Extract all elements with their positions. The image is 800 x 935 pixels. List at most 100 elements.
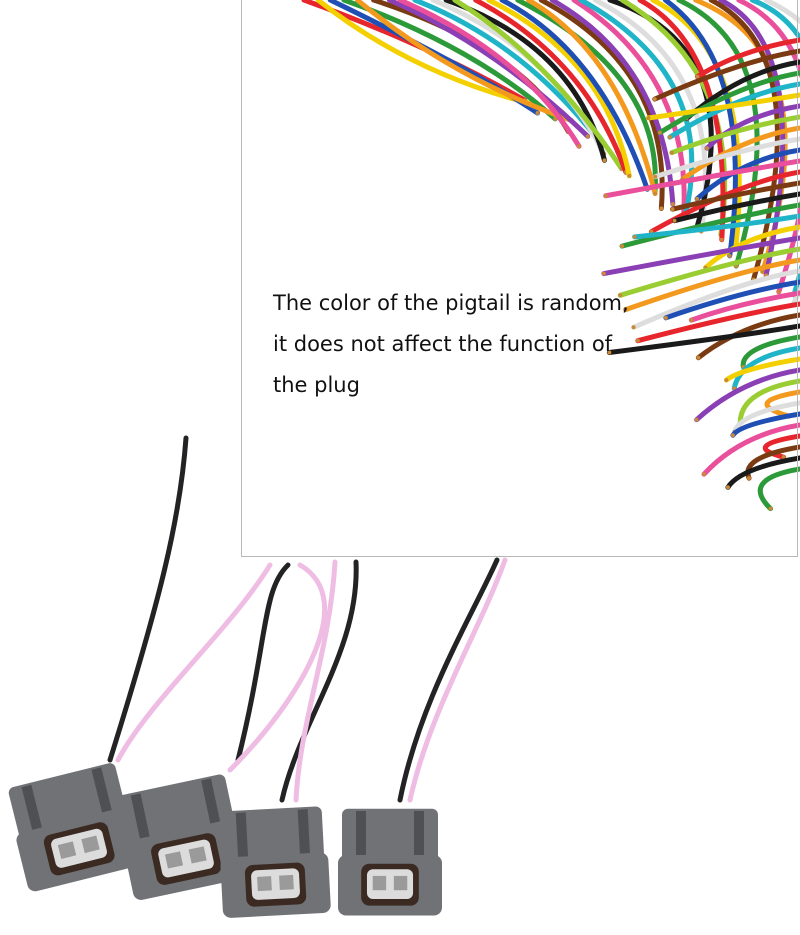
pigtail-wire	[764, 389, 800, 419]
wire-tip	[632, 234, 637, 239]
pigtail-wire	[688, 290, 800, 323]
wire-tip	[672, 218, 677, 223]
pigtail-wire	[723, 356, 800, 383]
pigtail-wire	[680, 125, 800, 182]
pigtail-wire	[730, 411, 800, 438]
plug-rib	[414, 811, 424, 855]
pigtail-wire	[671, 191, 800, 224]
wire-tip	[695, 74, 700, 79]
pigtail-wire	[762, 433, 800, 460]
pigtail-wire	[452, 0, 625, 172]
pigtail-wire	[354, 0, 574, 123]
plug-rib	[356, 811, 366, 855]
wire-tip	[627, 173, 632, 178]
plug-pin	[164, 851, 184, 869]
wire-tip	[631, 325, 636, 330]
pigtail-wire	[635, 301, 800, 344]
pigtail-wire	[632, 213, 800, 240]
wire-tip	[727, 253, 732, 258]
wire-tip	[602, 158, 607, 163]
wire-tip	[657, 130, 662, 135]
connector-plug-icon	[8, 763, 143, 892]
wire-tip	[653, 174, 658, 179]
pigtail-wire	[499, 0, 650, 192]
pigtail-wire	[525, 0, 658, 197]
connector-plug-icon	[117, 774, 249, 900]
wire-tip	[730, 433, 735, 438]
pigtail-wire	[663, 279, 800, 321]
wire-tip	[701, 472, 706, 477]
pigtail-wire	[669, 114, 800, 156]
pigtail-wire	[606, 323, 800, 356]
wire-tip	[635, 338, 640, 343]
caption-text: The color of the pigtail is random, it d…	[273, 283, 643, 406]
plug-pin	[393, 875, 408, 891]
pigtail-wire	[397, 0, 582, 149]
pigtail-wire	[757, 466, 800, 512]
pigtail-wire	[601, 235, 800, 277]
pigtail-wire	[731, 345, 800, 391]
wire-tip	[747, 476, 752, 481]
pigtail-wire	[704, 103, 800, 151]
pigtail-wire	[669, 180, 800, 212]
pigtail-wire	[694, 147, 800, 202]
caption-line-3: the plug	[273, 373, 360, 397]
plug-wire	[227, 562, 328, 773]
plug-pin	[279, 874, 294, 890]
wire-tip	[670, 202, 675, 207]
wire-tip	[607, 350, 612, 355]
connector-plug-icon	[338, 808, 442, 916]
pigtail-wire	[617, 246, 800, 298]
pigtail-wire	[695, 312, 800, 361]
connector-plugs	[8, 763, 442, 918]
pigtail-wire	[736, 0, 800, 295]
pigtail-wire-fan-icon	[301, 0, 800, 512]
wire-tip	[620, 244, 625, 249]
plug-rib	[130, 793, 150, 839]
wire-tip	[705, 146, 710, 151]
plug-wire	[293, 559, 338, 803]
pigtail-wire	[603, 158, 800, 199]
wire-tip	[577, 144, 582, 149]
pigtail-wire	[703, 224, 800, 271]
plug-rib	[235, 812, 249, 857]
wire-tip	[694, 417, 699, 422]
wire-tip	[695, 196, 700, 201]
pigtail-wire	[694, 37, 800, 80]
pigtail-wire	[648, 169, 800, 235]
wire-tip	[553, 116, 558, 121]
wire-tip	[601, 271, 606, 276]
plug-pin	[57, 841, 77, 859]
plug-pin	[81, 835, 100, 854]
wire-tip	[696, 355, 701, 360]
pigtail-wire	[549, 0, 676, 207]
wire-tip	[653, 191, 658, 196]
pigtail-wire	[486, 0, 632, 179]
plug-pin	[372, 875, 387, 891]
pigtail-wire	[694, 367, 800, 423]
caption-line-2: it does not affect the function of	[273, 332, 613, 356]
pigtail-wire	[652, 136, 800, 180]
wire-tip	[618, 293, 623, 298]
plug-wire	[407, 557, 508, 803]
pigtail-wire	[631, 268, 800, 330]
pigtail-wire	[623, 257, 800, 313]
pigtail-wire	[740, 334, 800, 370]
pigtail-wire	[645, 92, 800, 121]
pigtail-wire	[667, 81, 800, 140]
wire-tip	[689, 318, 694, 323]
pigtail-wire	[652, 48, 800, 102]
wire-tip	[719, 237, 724, 242]
pigtail-wire	[749, 0, 800, 298]
wire-tip	[603, 193, 608, 198]
plug-rib	[91, 767, 112, 813]
pigtail-wire	[725, 455, 800, 490]
pigtail-wire	[386, 0, 591, 139]
wire-tip	[670, 207, 675, 212]
wire-tip	[776, 289, 781, 294]
wire-tip	[663, 315, 668, 320]
pigtail-wire	[619, 202, 800, 249]
plug-wire	[107, 435, 189, 763]
wire-tip	[652, 97, 657, 102]
